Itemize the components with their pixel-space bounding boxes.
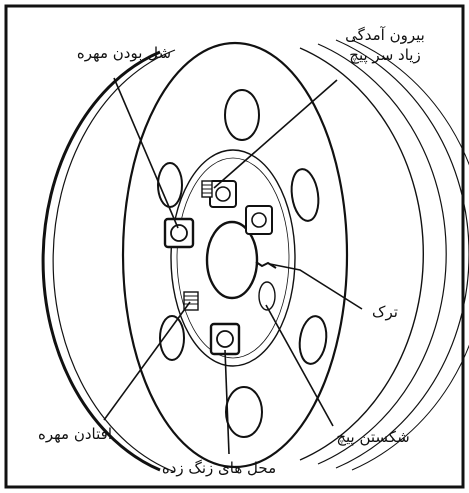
protruding-bolt-stub: [202, 181, 212, 197]
label-protruding-bolt: بیرون آمدگی: [345, 26, 425, 44]
label-missing-nut: افتادن مهره: [38, 425, 112, 443]
label-crack: ترک: [372, 303, 398, 321]
label-broken-bolt: شکستن پیچ: [336, 428, 409, 447]
lug-nut-bottom-rusted: [211, 324, 239, 354]
lug-nut-left-loose: [165, 219, 193, 247]
lug-nut-top: [210, 181, 236, 207]
label-rusted-area: محل های زنگ زده: [162, 459, 276, 477]
lug-nut-right: [246, 206, 272, 234]
label-loose-nut: شل بودن مهره: [77, 44, 171, 62]
label-protruding-bolt-line2: زیاد سر پیچ: [349, 46, 420, 65]
